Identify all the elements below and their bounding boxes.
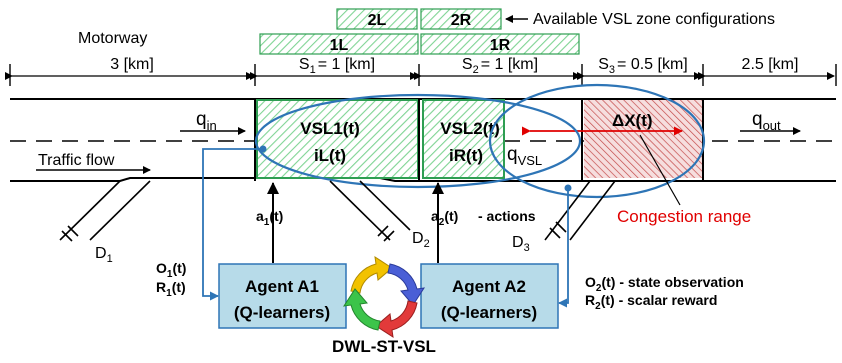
agent-a2-title: Agent A2 — [452, 277, 526, 296]
agent-a2-box — [420, 263, 559, 329]
obs-a1-line — [202, 148, 263, 301]
agent-a1-title: Agent A1 — [245, 277, 319, 296]
zone-config-2l-label: 2L — [368, 12, 387, 29]
delta-x-label: ΔX(t) — [612, 111, 653, 130]
zone-config-2r-label: 2R — [451, 12, 472, 29]
q-out-label: qout — [752, 109, 781, 133]
action-a1-label: a1(t) — [256, 208, 283, 228]
vsl2-speed-label: VSL2(t) — [440, 119, 500, 138]
agent-a1-box — [218, 263, 347, 329]
ir-config-label: iR(t) — [449, 146, 483, 165]
motorway-label: Motorway — [78, 30, 147, 47]
segment-downstream-length: 2.5 [km] — [742, 56, 799, 73]
segment-s2-length: S2= 1 [km] — [462, 56, 538, 76]
q-in-label: qin — [196, 109, 217, 133]
obs-o2-label: O2(t) - state observation — [585, 274, 744, 294]
obs-a2-line — [558, 188, 569, 308]
zone-config-caption: Available VSL zone configurations — [533, 11, 775, 28]
zone-config-1r — [420, 33, 580, 55]
agent-a2-observation-ellipse — [488, 83, 706, 199]
collaboration-cycle-icon — [342, 255, 426, 339]
segment-s1-length: S1= 1 [km] — [299, 56, 375, 76]
zone-config-1l-label: 1L — [330, 37, 349, 54]
segment-upstream-length: 3 [km] — [110, 56, 154, 73]
actions-note: - actions — [478, 208, 536, 224]
traffic-flow-label: Traffic flow — [38, 152, 115, 169]
congestion-region — [584, 100, 702, 178]
zone-config-1l — [259, 33, 419, 55]
congestion-pointer-line — [639, 134, 681, 206]
ramp-d3-label: D3 — [512, 234, 530, 254]
off-ramp-d1 — [59, 180, 151, 242]
il-config-label: iL(t) — [314, 146, 346, 165]
q-vsl-label: qVSL — [507, 144, 542, 168]
ramp-d1-label: D1 — [95, 245, 113, 265]
zone-config-2r — [420, 8, 502, 30]
vsl1-speed-label: VSL1(t) — [300, 119, 360, 138]
obs-r2-label: R2(t) - scalar reward — [585, 292, 717, 312]
zone-config-1r-label: 1R — [490, 37, 511, 54]
zone-config-2l — [336, 8, 418, 30]
obs-o1-label: O1(t) — [156, 260, 186, 280]
vsl-zone-2 — [422, 99, 505, 179]
action-a2-label: a2(t) — [431, 208, 458, 228]
obs-r1-label: R1(t) — [156, 279, 186, 299]
segment-s3-length: S3= 0.5 [km] — [598, 56, 688, 76]
congestion-range-label: Congestion range — [617, 207, 751, 226]
on-ramp-d3 — [544, 180, 616, 241]
agent-a1-observation-ellipse — [254, 93, 582, 189]
agent-a1-subtitle: (Q-learners) — [234, 303, 330, 322]
off-ramp-d2 — [329, 180, 411, 242]
ramp-d2-label: D2 — [412, 230, 430, 250]
system-name-label: DWL-ST-VSL — [332, 337, 436, 356]
agent-a2-subtitle: (Q-learners) — [441, 303, 537, 322]
